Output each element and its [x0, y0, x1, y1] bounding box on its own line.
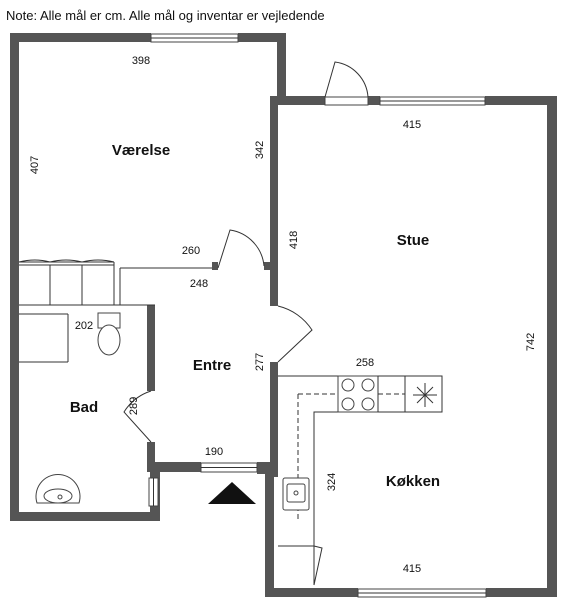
- room-label-bad: Bad: [70, 399, 98, 416]
- dim-stue-top: 415: [403, 119, 421, 131]
- doors: [123, 61, 369, 443]
- dim-entre-bottom: 190: [205, 446, 223, 458]
- dim-entre-right: 277: [254, 353, 266, 371]
- dim-stue-right: 742: [525, 333, 537, 351]
- dim-kokken-bottom: 415: [403, 563, 421, 575]
- room-label-kokken: Køkken: [386, 473, 440, 490]
- dim-vaerelse-right: 342: [254, 141, 266, 159]
- windows: [148, 33, 487, 598]
- dim-bad-top: 202: [75, 320, 93, 332]
- plan-note: Note: Alle mål er cm. Alle mål og invent…: [6, 8, 325, 23]
- toilet: [97, 312, 121, 356]
- washbasin: [35, 473, 81, 504]
- cooker-hood-mark: [413, 383, 437, 407]
- walls: [10, 33, 557, 597]
- dim-vaerelse-top: 398: [132, 55, 150, 67]
- dim-bad-door: 289: [128, 397, 140, 415]
- room-label-entre: Entre: [193, 357, 231, 374]
- dim-vaerelse-left: 407: [29, 156, 41, 174]
- dim-vaerelse-bottom: 260: [182, 245, 200, 257]
- dim-entre-top: 248: [190, 278, 208, 290]
- dim-kokken-top: 258: [356, 357, 374, 369]
- entrance-arrow-icon: [208, 482, 256, 504]
- room-label-stue: Stue: [397, 232, 430, 249]
- dim-kokken-left: 324: [326, 473, 338, 491]
- stove: [337, 375, 406, 413]
- kitchen-sink: [282, 477, 310, 511]
- room-label-vaerelse: Værelse: [112, 142, 170, 159]
- interior-lines: [18, 259, 443, 586]
- dim-stue-left: 418: [288, 231, 300, 249]
